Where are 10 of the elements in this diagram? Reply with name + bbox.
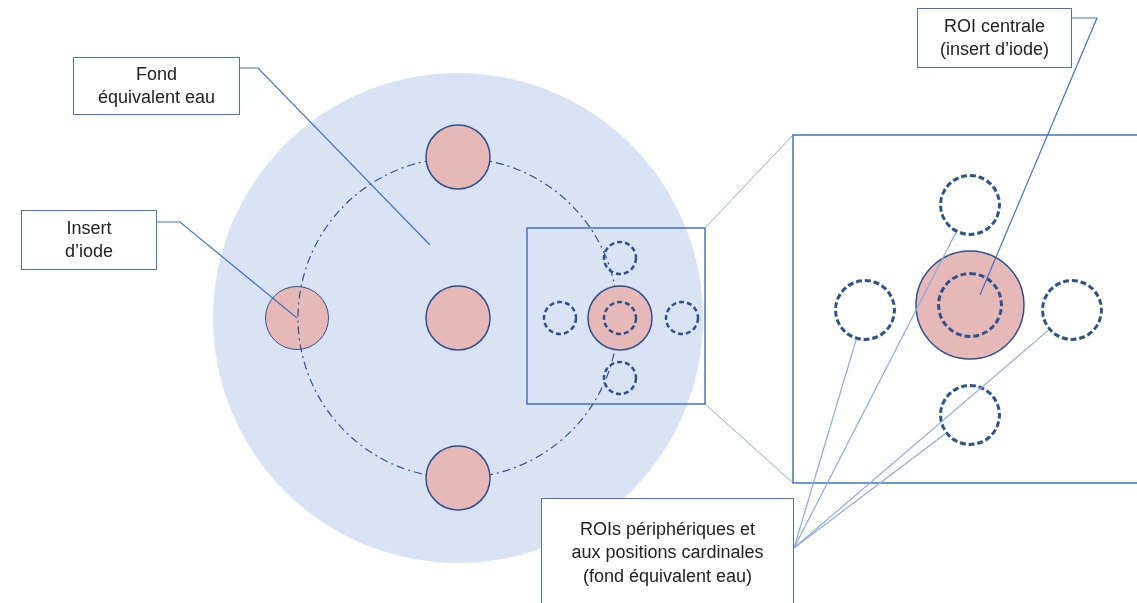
leader-line <box>979 17 1098 296</box>
leader-line <box>793 339 857 549</box>
leader-line <box>793 433 946 549</box>
callout-box: Insert d’iode <box>21 210 157 270</box>
leader-line <box>156 221 298 319</box>
callout-box: Fond équivalent eau <box>73 57 240 115</box>
callout-box: ROI centrale (insert d’iode) <box>917 8 1072 68</box>
callout-box: ROIs périphériques et aux positions cardinales (fond équivalent eau) <box>541 498 794 603</box>
leader-line <box>793 232 957 549</box>
leader-line <box>239 67 431 246</box>
